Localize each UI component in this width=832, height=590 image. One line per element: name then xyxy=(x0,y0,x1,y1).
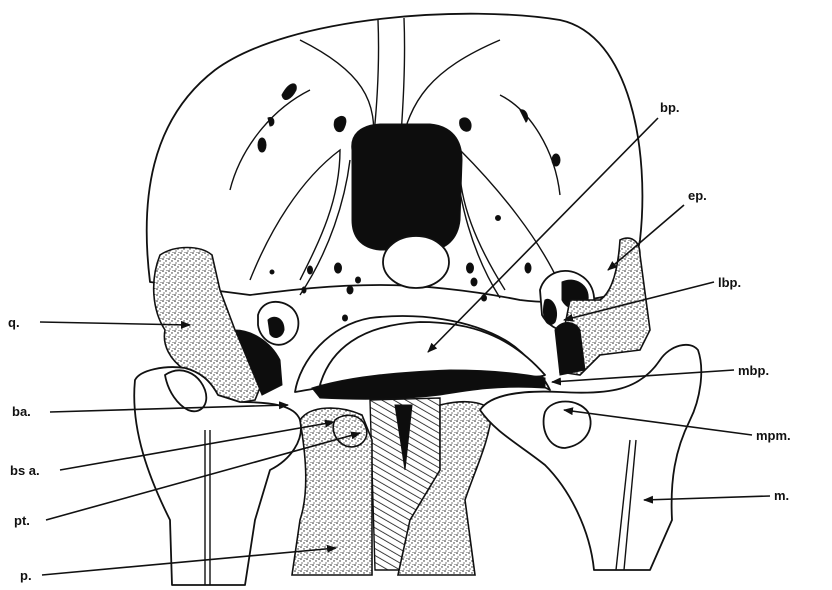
mandible-left xyxy=(134,367,301,585)
label-q: q. xyxy=(8,315,20,330)
label-lbp: lbp. xyxy=(718,275,741,290)
shadow-right xyxy=(555,323,585,376)
label-ep: ep. xyxy=(688,188,707,203)
label-bp: bp. xyxy=(660,100,680,115)
foramen-magnum xyxy=(352,124,462,250)
label-pt: pt. xyxy=(14,513,30,528)
label-bsa: bs a. xyxy=(10,463,40,478)
label-m: m. xyxy=(774,488,789,503)
occipital-condyle xyxy=(383,236,449,288)
label-mpm: mpm. xyxy=(756,428,791,443)
label-mbp: mbp. xyxy=(738,363,769,378)
label-p: p. xyxy=(20,568,32,583)
label-ba: ba. xyxy=(12,404,31,419)
